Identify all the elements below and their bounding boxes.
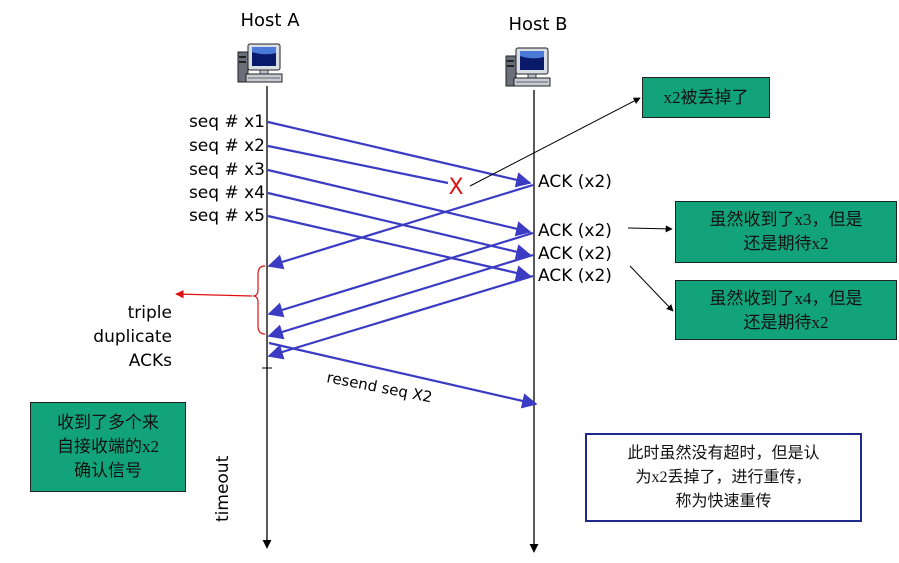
fast-retransmit-line-3: 称为快速重传 xyxy=(675,493,772,510)
multi-ack-note-line-1: 收到了多个来 xyxy=(57,413,159,432)
ack-label-2: ACK (x2) xyxy=(538,221,612,241)
x3-note-line-2: 还是期待x2 xyxy=(743,234,829,253)
lost-note-pointer xyxy=(469,97,641,187)
multi-ack-note-line-2: 自接收端的x2 xyxy=(57,437,159,456)
x4-note-line-1: 虽然收到了x4，但是 xyxy=(709,289,863,308)
host-b-label: Host B xyxy=(508,14,567,35)
ack-arrow-1 xyxy=(267,183,534,270)
resend-label: resend seq X2 xyxy=(325,368,434,406)
multi-ack-note: 收到了多个来 自接收端的x2 确认信号 xyxy=(30,402,186,492)
multi-ack-note-line-3: 确认信号 xyxy=(74,461,142,480)
ack-label-1: ACK (x2) xyxy=(538,172,612,192)
segment-x4-arrow xyxy=(267,191,532,260)
triple-ack-brace xyxy=(252,265,266,335)
ack-arrow-2 xyxy=(267,231,534,318)
seq-label-x5: seq # x5 xyxy=(189,206,265,226)
triple-label-line-3: ACKs xyxy=(129,351,172,371)
triple-label-line-1: triple xyxy=(128,303,172,323)
seq-label-x1: seq # x1 xyxy=(189,112,265,132)
ack-label-4: ACK (x2) xyxy=(538,266,612,286)
segment-x5-arrow xyxy=(267,214,532,281)
x3-note: 虽然收到了x3，但是 还是期待x2 xyxy=(675,201,897,263)
x4-note-line-2: 还是期待x2 xyxy=(743,313,829,332)
ack-label-3: ACK (x2) xyxy=(538,244,612,264)
lost-note: x2被丢掉了 xyxy=(642,77,770,118)
triple-ack-pointer-arrow xyxy=(175,290,253,299)
ack-arrow-4 xyxy=(267,274,534,360)
computer-icon xyxy=(237,43,283,83)
x3-note-line-1: 虽然收到了x3，但是 xyxy=(709,210,863,229)
fast-retransmit-note: 此时虽然没有超时，但是认 为x2丢掉了，进行重传， 称为快速重传 xyxy=(585,433,862,522)
segment-x2-arrow xyxy=(267,144,449,185)
ack-arrow-3 xyxy=(267,253,534,340)
resend-arrow xyxy=(268,341,538,409)
lost-note-text: x2被丢掉了 xyxy=(663,88,749,107)
seq-label-x2: seq # x2 xyxy=(189,136,265,156)
lost-marker: X xyxy=(448,175,463,200)
computer-icon xyxy=(505,47,551,87)
triple-label-line-2: duplicate xyxy=(93,327,172,347)
x4-note: 虽然收到了x4，但是 还是期待x2 xyxy=(675,280,897,340)
timeout-label: timeout xyxy=(213,455,233,522)
seq-label-x3: seq # x3 xyxy=(189,160,265,180)
fast-retransmit-line-2: 为x2丢掉了，进行重传， xyxy=(635,469,812,486)
seq-label-x4: seq # x4 xyxy=(189,183,265,203)
segment-x1-arrow xyxy=(267,120,532,188)
host-a-label: Host A xyxy=(240,10,300,31)
fast-retransmit-line-1: 此时虽然没有超时，但是认 xyxy=(627,445,820,462)
segment-x3-arrow xyxy=(267,168,532,237)
x4-note-pointer xyxy=(629,265,674,312)
x3-note-pointer xyxy=(627,225,673,233)
